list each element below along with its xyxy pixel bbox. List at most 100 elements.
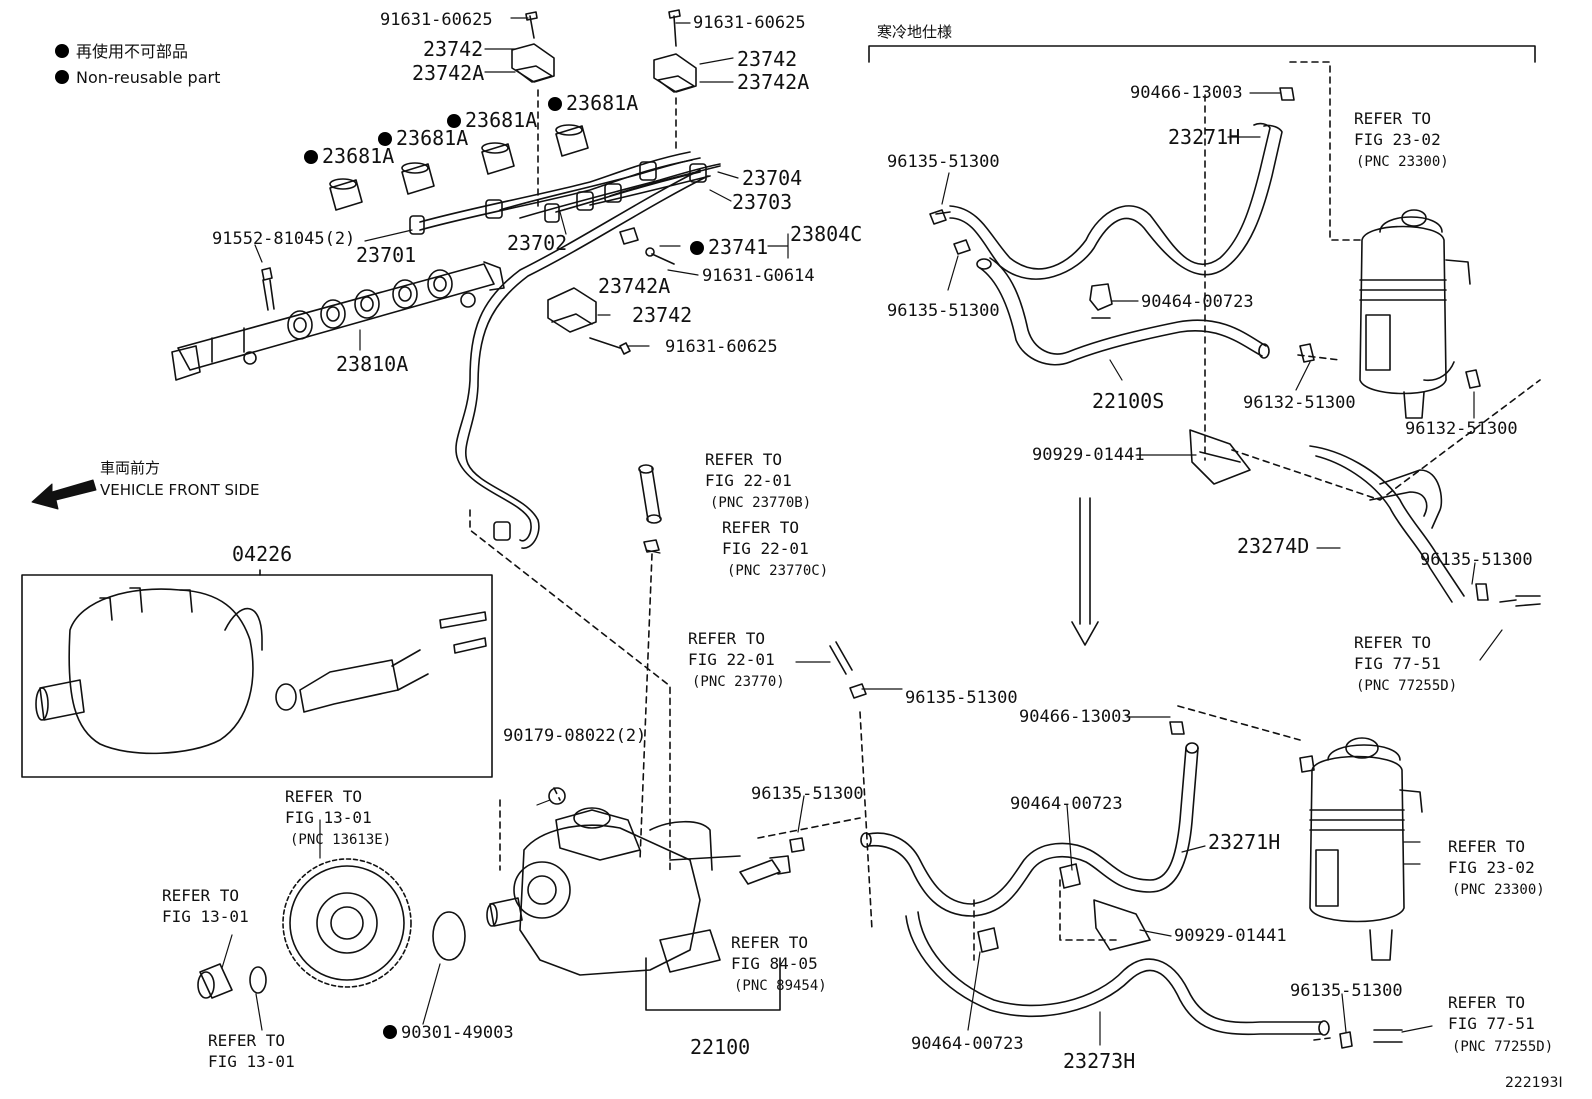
refer-to-block: REFER TO FIG 84-05 [731,933,818,973]
vehicle-front-ja: 車両前方 [100,459,161,477]
down-arrow-icon [1071,497,1099,646]
refer-to-pnc: (PNC 23770) [692,674,785,690]
vehicle-front-arrow-icon [31,479,97,510]
doc-id: 222193I [1505,1075,1563,1091]
guide-lines [469,61,1541,1041]
non-reusable-icon [447,114,461,128]
hose-23770 [829,641,867,699]
part-label: 96132-51300 [1405,419,1518,439]
part-label: 96135-51300 [751,784,864,804]
non-reusable-icon [548,97,562,111]
part-label: 23703 [732,190,793,214]
hose-22100s [976,257,1270,366]
part-label: 23701 [356,243,417,267]
part-label: 23681A [378,128,468,148]
part-label: 23681A [548,93,638,113]
vehicle-front-en: VEHICLE FRONT SIDE [100,481,260,499]
part-label: 23742A [598,274,671,298]
part-label: 22100 [690,1035,751,1059]
injection-pipes [409,151,721,549]
part-label: 91631-60625 [665,337,778,357]
legend-line-ja: 再使用不可部品 [76,42,189,61]
part-label: 96135-51300 [887,301,1000,321]
refer-to-pnc: (PNC 13613E) [290,832,392,848]
refer-to-block: REFER TO FIG 13-01 [208,1031,295,1071]
pump-kit-box [21,569,493,778]
hose-23273h [905,911,1403,1049]
non-reusable-icon [378,132,392,146]
part-label: 90929-01441 [1032,445,1145,465]
clamp-23742-top-right [653,9,697,93]
refer-to-block: REFER TO FIG 77-51 [1354,633,1441,673]
part-label: 23704 [742,166,803,190]
clamp-23742-top-left [511,11,555,83]
refer-to-pnc: (PNC 23300) [1356,154,1449,170]
clamp-23742-mid [547,287,631,355]
leader-lines [221,17,1503,1046]
refer-to-pnc: (PNC 23300) [1452,882,1545,898]
small-clamps-bottom [789,721,1185,953]
bolt-23741-icon [619,227,675,265]
part-label: 90301-49003 [383,1024,514,1042]
part-label: 90466-13003 [1019,707,1132,727]
part-label: 23742A [412,61,485,85]
hose-23271h-bottom [860,742,1199,917]
part-label: 91552-81045(2) [212,229,356,249]
bushing-icon [197,963,267,999]
cold-spec-label: 寒冷地仕様 [877,23,953,41]
refer-to-block: REFER TO FIG 13-01 [285,787,372,827]
pump-bracket [645,957,781,1011]
part-label: 23804C [790,222,863,246]
non-reusable-icon [383,1025,397,1039]
part-label: 22100S [1092,389,1165,413]
non-reusable-icon [304,150,318,164]
part-label: 23273H [1063,1049,1136,1073]
fuel-rail-23810a [171,261,505,381]
part-label: 90466-13003 [1130,83,1243,103]
refer-to-pnc: (PNC 23770C) [727,563,829,579]
part-label: 23681A [304,146,394,166]
part-label: 04226 [232,542,293,566]
part-label: 23681A [447,110,537,130]
part-label: 90464-00723 [1010,794,1123,814]
refer-to-block: REFER TO FIG 22-01 [705,450,792,490]
refer-to-block: REFER TO FIG 22-01 [722,518,809,558]
refer-to-pnc: (PNC 77255D) [1452,1039,1554,1055]
part-label: 91631-60625 [693,13,806,33]
part-label: 90464-00723 [1141,292,1254,312]
refer-to-block: REFER TO FIG 22-01 [688,629,775,669]
refer-to-pnc: (PNC 23770B) [710,495,812,511]
sensor-89454 [739,855,791,885]
part-label: 23810A [336,352,409,376]
part-label: 96135-51300 [1420,550,1533,570]
non-reusable-icon [690,241,704,255]
part-label: 23742 [423,37,484,61]
insulators-23681a [329,124,589,211]
refer-to-pnc: (PNC 89454) [734,978,827,994]
part-label: 90179-08022(2) [503,726,647,746]
part-label: 96132-51300 [1243,393,1356,413]
cold-spec-bracket [868,45,1536,63]
part-label: 90929-01441 [1174,926,1287,946]
refer-to-block: REFER TO FIG 13-01 [162,886,249,926]
refer-to-block: REFER TO FIG 23-02 [1448,837,1535,877]
part-label: 90464-00723 [911,1034,1024,1054]
bolt-91552-icon [261,267,275,311]
fuel-filter-top [1359,209,1471,419]
supply-pump-22100 [486,787,741,976]
refer-to-pnc: (PNC 77255D) [1356,678,1458,694]
bullet-icon [55,44,69,58]
pump-kit-drawing [35,587,487,755]
gear-13613e [282,858,412,988]
bullet-icon [55,70,69,84]
part-label: 23274D [1237,534,1310,558]
hose-23770b [638,464,662,553]
hose-23274d [1309,445,1541,607]
part-label: 23271H [1208,830,1281,854]
part-label: 96135-51300 [905,688,1018,708]
part-label: 23742 [737,47,798,71]
part-label: 23741 [690,237,768,257]
part-label: 23271H [1168,125,1241,149]
